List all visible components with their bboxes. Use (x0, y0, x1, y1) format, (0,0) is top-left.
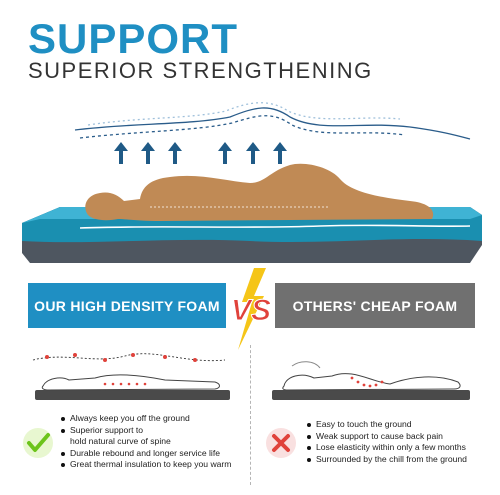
lightning-bolt-icon (238, 268, 266, 350)
up-arrow-icon (246, 142, 260, 164)
others-sleeper-illustration (272, 361, 470, 400)
list-item: Durable rebound and longer service life (60, 448, 231, 460)
cross-mark-badge (266, 428, 296, 458)
page-title: SUPPORT (28, 15, 239, 62)
list-item: Always keep you off the ground (60, 413, 231, 425)
hero-illustration (22, 102, 482, 263)
check-mark-badge (23, 428, 53, 458)
cross-icon (272, 434, 290, 452)
up-arrow-icon (273, 142, 287, 164)
vs-label: VS (231, 294, 271, 327)
list-item: Weak support to cause back pain (306, 431, 467, 443)
up-arrow-icon (168, 142, 182, 164)
vs-emblem: VS (230, 268, 272, 350)
list-item: Great thermal insulation to keep you war… (60, 459, 231, 471)
others-feature-list: Easy to touch the ground Weak support to… (306, 419, 467, 465)
check-icon (27, 433, 50, 452)
list-item: Superior support to (60, 425, 231, 437)
ours-sleeper-illustration (32, 353, 230, 400)
comparison-divider (250, 345, 251, 485)
up-arrow-icon (114, 142, 128, 164)
sleeping-body (85, 163, 434, 221)
ours-feature-list: Always keep you off the ground Superior … (60, 413, 231, 471)
our-foam-badge: OUR HIGH DENSITY FOAM (28, 283, 226, 328)
up-arrow-icon (141, 142, 155, 164)
support-arrows (114, 142, 287, 164)
page-subtitle: SUPERIOR STRENGTHENING (28, 58, 373, 83)
pressure-wave-lines (74, 102, 471, 140)
list-item: Surrounded by the chill from the ground (306, 454, 467, 466)
up-arrow-icon (218, 142, 232, 164)
others-foam-badge: OTHERS' CHEAP FOAM (275, 283, 475, 328)
list-item: hold natural curve of spine (70, 436, 171, 447)
list-item: Lose elasticity within only a few months (306, 442, 467, 454)
list-item: Easy to touch the ground (306, 419, 467, 431)
